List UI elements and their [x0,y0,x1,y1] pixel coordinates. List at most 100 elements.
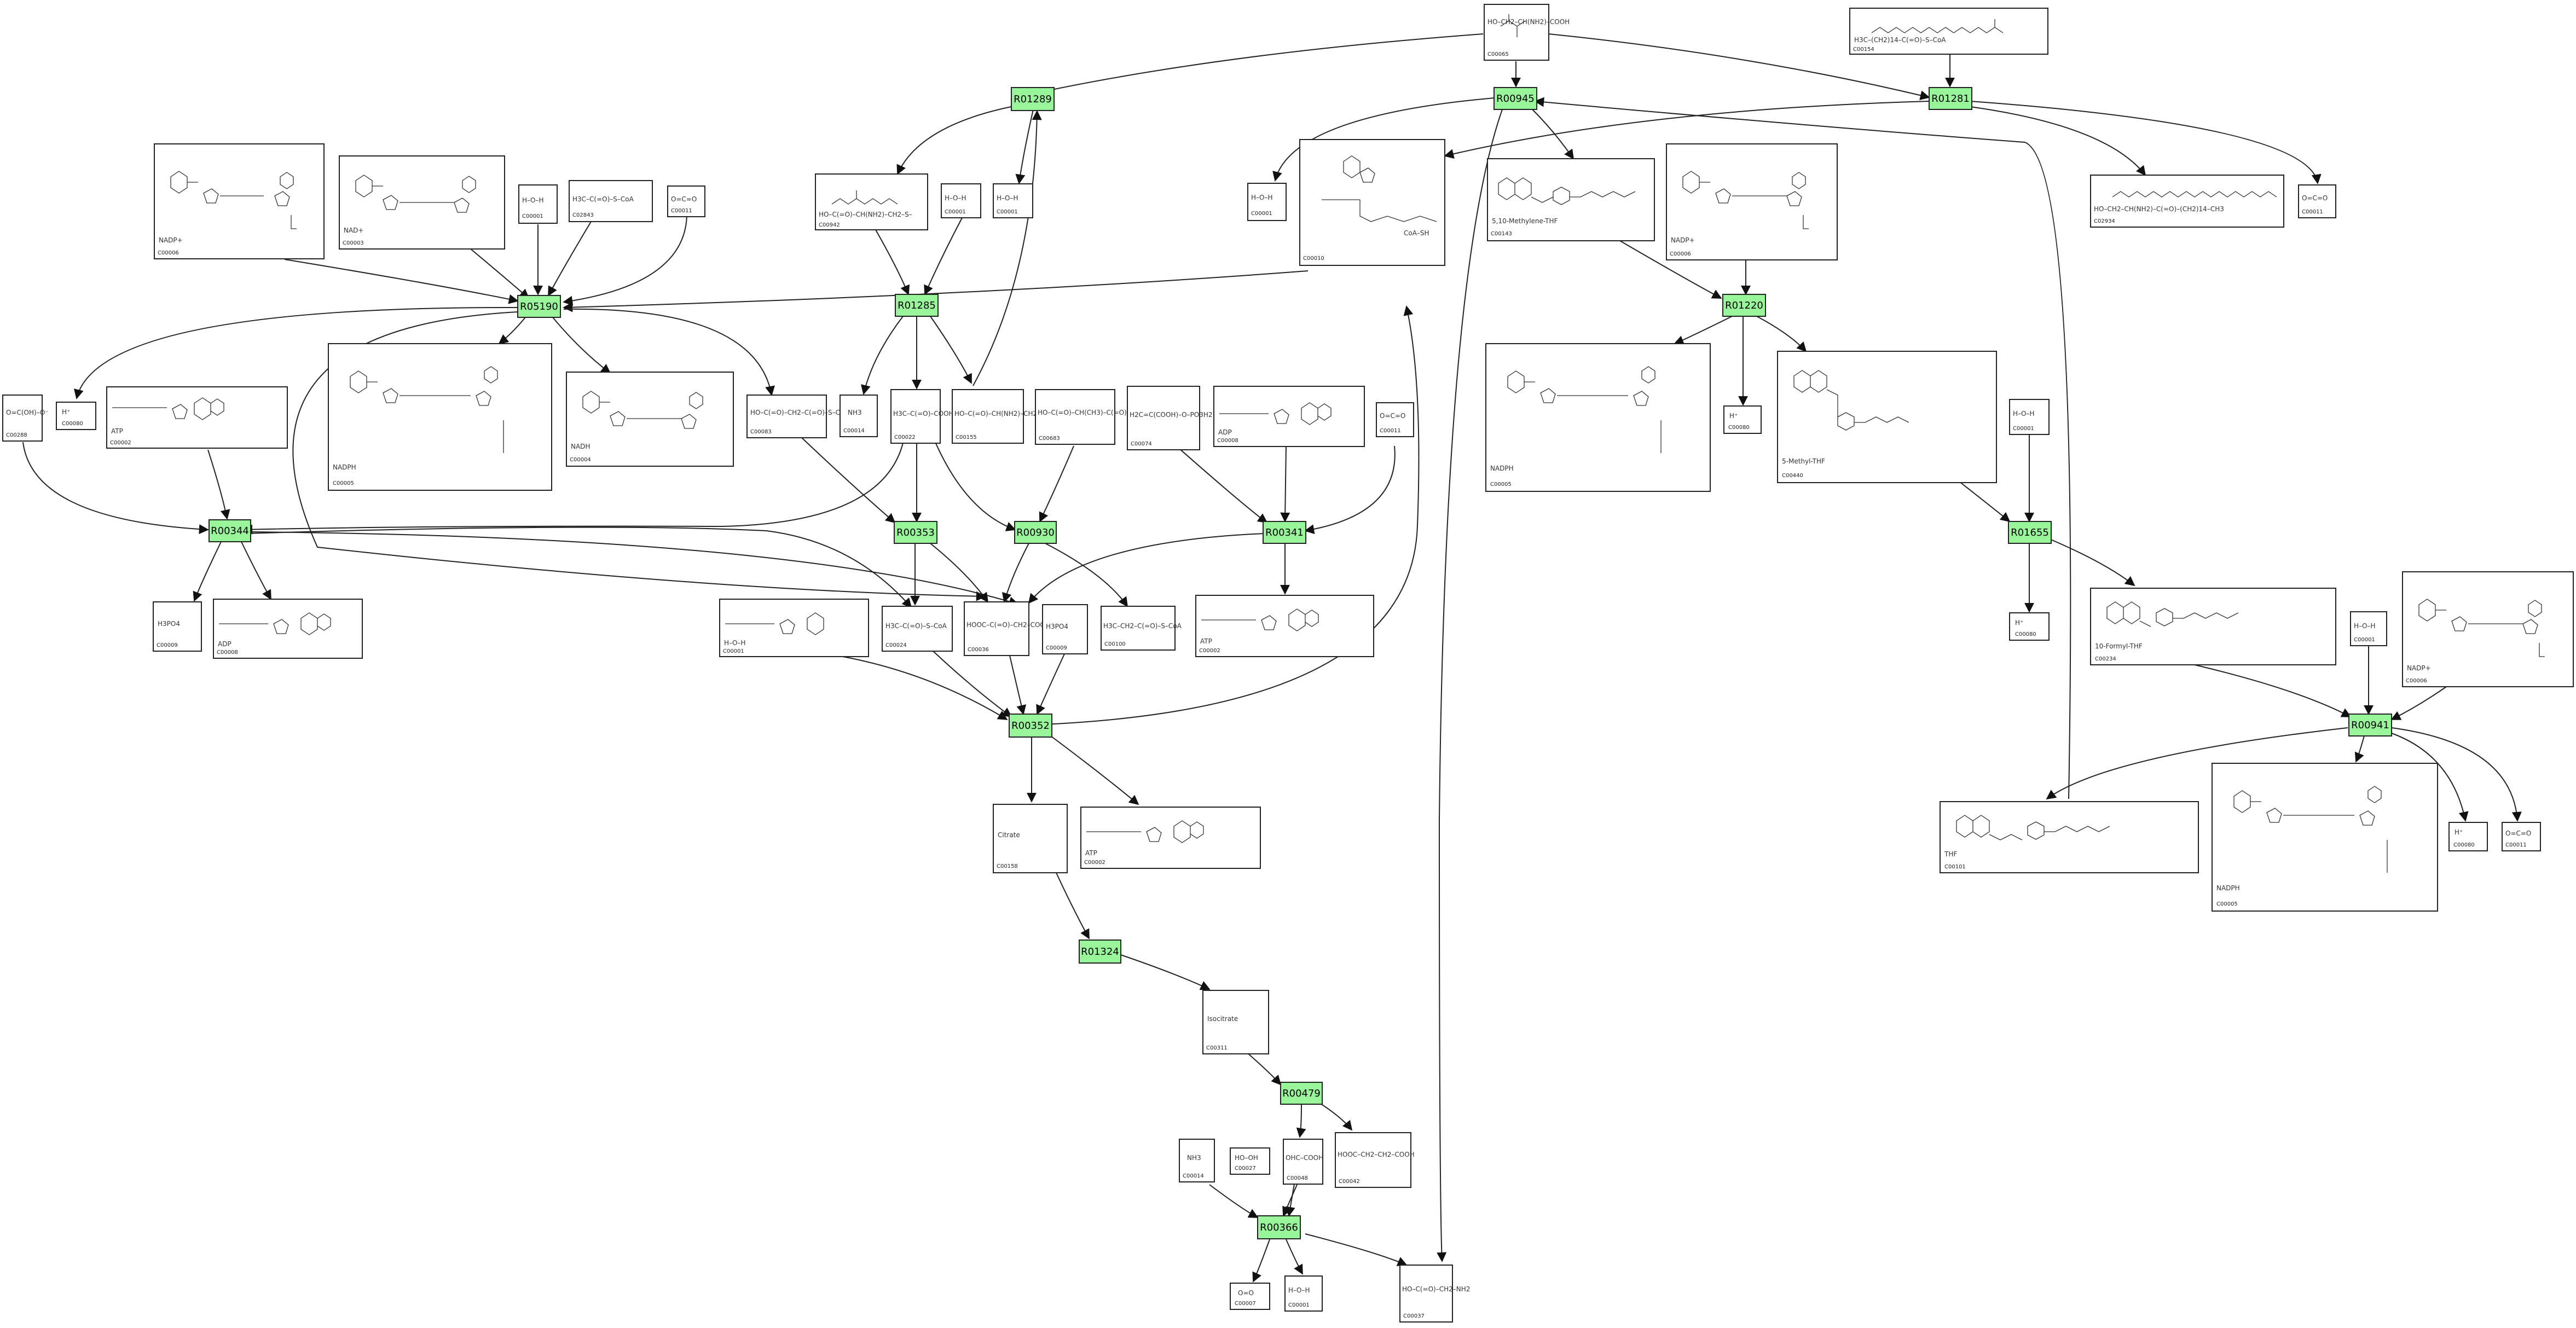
compound-node[interactable]: H2C=C(COOH)–O–PO3H2 C00074 [1127,386,1213,450]
compound-node[interactable]: H–O–H C00001 [2350,611,2387,646]
compound-node[interactable]: NADH C00004 [566,372,734,467]
compound-node[interactable]: H3C–C(=O)–COOH C00022 [890,389,954,444]
edge-r00930-c00100 [1045,543,1128,607]
edge-c00048-r00366 [1282,1184,1298,1217]
compound-id: C00009 [157,642,178,648]
reaction-node-r01655[interactable]: R01655 [2008,521,2052,544]
structure-drawing [2112,191,2277,198]
compound-node[interactable]: NADP+ C00006 [1666,143,1838,260]
compound-node[interactable]: NADPH C00005 [2212,763,2438,912]
compound-node[interactable]: ATP C00002 [1195,595,1374,657]
compound-node[interactable]: ATP C00002 [106,386,288,449]
compound-node[interactable]: 10-Formyl-THF C00234 [2090,588,2336,665]
compound-node[interactable]: OHC–COOH C00048 [1283,1139,1323,1185]
reaction-node-r00930[interactable]: R00930 [1014,521,1057,544]
compound-node[interactable]: Citrate C00158 [993,804,1068,873]
compound-node[interactable]: H–O–H C00001 [941,183,981,218]
reaction-node-r00352[interactable]: R00352 [1009,714,1052,738]
compound-id: C00001 [1288,1302,1310,1308]
compound-node[interactable]: O=C=O C00011 [2298,184,2336,218]
compound-node[interactable]: NADP+ C00006 [2402,571,2574,687]
reaction-node-r01289[interactable]: R01289 [1011,87,1055,111]
compound-node[interactable]: H⁺ C00080 [56,402,96,430]
compound-id: C00001 [945,209,966,215]
compound-node[interactable]: ADP C00008 [213,599,363,659]
compound-node[interactable]: HO–C(=O)–CH(NH2)–CH2–S– C00942 [815,173,928,230]
compound-id: C00001 [2013,426,2034,432]
reaction-node-r05190[interactable]: R05190 [517,295,561,318]
compound-node[interactable]: NADP+ C00006 [154,143,325,259]
structure-formula: HOOC–C(=O)–CH2–COOH [966,621,1050,629]
compound-node[interactable]: O=C=O C00011 [667,185,705,217]
compound-node[interactable]: H–O–H C00001 [993,183,1033,218]
edge-c00003-r05190 [470,248,530,299]
compound-node[interactable]: H3C–CH2–C(=O)–S–CoA C00100 [1101,606,1182,651]
compound-id: C00001 [522,213,543,219]
reaction-node-r00945[interactable]: R00945 [1493,87,1537,110]
compound-node[interactable]: NH3 C00014 [1179,1139,1215,1182]
reaction-node-r01324[interactable]: R01324 [1079,940,1121,964]
reaction-node-r01285[interactable]: R01285 [895,294,939,317]
compound-node[interactable]: H3PO4 C00009 [1042,604,1088,654]
edge-r00341-c00036 [1028,533,1265,604]
compound-node[interactable]: H3PO4 C00009 [153,601,202,652]
compound-node[interactable]: HO–C(=O)–CH2–C(=O)–S–CoA C00083 [746,395,849,438]
reaction-node-r00366[interactable]: R00366 [1257,1215,1301,1239]
compound-node[interactable]: O=C=O C00011 [2502,822,2541,851]
structure-formula: NADPH [333,463,356,471]
structure-formula: ATP [1085,849,1097,857]
compound-node[interactable]: O=C=O C00011 [1376,402,1414,437]
reaction-label: R00353 [896,527,935,538]
edge-r00366-c00007 [1252,1239,1270,1283]
compound-node[interactable]: ATP C00002 [1080,807,1261,869]
structure-formula: NADP+ [2407,664,2431,672]
edge-r00930-c00036 [1002,543,1029,603]
structure-formula: HO–C(=O)–CH(CH3)–C(=O)–S–CoA [1038,409,1151,416]
compound-node[interactable]: HO–C(=O)–CH(CH3)–C(=O)–S–CoA C00683 [1035,389,1151,445]
structure-drawing [1682,171,1809,229]
compound-node[interactable]: Isocitrate C00311 [1202,990,1269,1054]
reaction-node-r00941[interactable]: R00941 [2348,714,2392,737]
compound-id: C00011 [2302,209,2323,215]
compound-node[interactable]: H⁺ C00080 [1723,405,1762,434]
compound-node[interactable]: H–O–H C00001 [1284,1275,1323,1312]
compound-node[interactable]: O=C(OH)–O⁻ C00288 [2,395,49,442]
compound-node[interactable]: HO–CH2–CH(NH2)–COOH C00065 [1484,4,1570,61]
compound-node[interactable]: NH3 C00014 [840,395,878,437]
compound-node[interactable]: ADP C00008 [1213,386,1365,447]
compound-node[interactable]: H–O–H C00001 [518,184,558,224]
compound-node[interactable]: HO–C(=O)–CH2–NH2 C00037 [1399,1265,1470,1323]
reaction-node-r00353[interactable]: R00353 [894,521,937,544]
compound-node[interactable]: H–O–H C00001 [719,599,869,657]
compound-node[interactable]: HOOC–C(=O)–CH2–COOH C00036 [964,601,1050,656]
compound-node[interactable]: NAD+ C00003 [339,155,505,250]
reaction-node-r01220[interactable]: R01220 [1722,294,1766,317]
reaction-node-r00341[interactable]: R00341 [1263,521,1306,544]
compound-node[interactable]: HOOC–CH2–CH2–COOH C00042 [1335,1132,1415,1188]
compound-node[interactable]: H⁺ C00080 [2448,822,2488,851]
compound-node[interactable]: CoA–SH C00010 [1299,139,1445,266]
compound-node[interactable]: O=O C00007 [1230,1283,1270,1310]
compound-node[interactable]: H⁺ C00080 [2009,612,2050,641]
compound-node[interactable]: H–O–H C00001 [1247,183,1287,221]
compound-node[interactable]: 5,10-Methylene-THF C00143 [1487,158,1655,241]
compound-node[interactable]: H–O–H C00001 [2009,399,2050,435]
compound-node[interactable]: HO–OH C00027 [1230,1147,1270,1175]
compound-node[interactable]: 5-Methyl-THF C00440 [1777,351,1997,483]
structure-formula: H⁺ [2455,828,2463,836]
compound-node[interactable]: H3C–(CH2)14–C(=O)–S–CoA C00154 [1849,8,2048,55]
reaction-node-r00344[interactable]: R00344 [209,519,251,542]
compound-node[interactable]: NADPH C00005 [328,343,552,491]
structure-formula: O=C(OH)–O⁻ [6,409,49,416]
compound-node[interactable]: HO–CH2–CH(NH2)–C(=O)–(CH2)14–CH3 C02934 [2090,175,2284,228]
compound-node[interactable]: NADPH C00005 [1485,343,1711,492]
compound-id: C00022 [894,434,916,440]
structure-formula: H–O–H [997,194,1018,202]
compound-node[interactable]: THF C00101 [1940,801,2199,873]
compound-node[interactable]: H3C–C(=O)–S–CoA C00024 [882,606,953,652]
compound-node[interactable]: H3C–C(=O)–S–CoA C02843 [569,180,653,222]
reaction-node-r00479[interactable]: R00479 [1280,1082,1323,1105]
reaction-node-r01281[interactable]: R01281 [1929,87,1972,110]
compound-id: C00683 [1039,436,1060,442]
compound-id: C00014 [843,428,865,434]
